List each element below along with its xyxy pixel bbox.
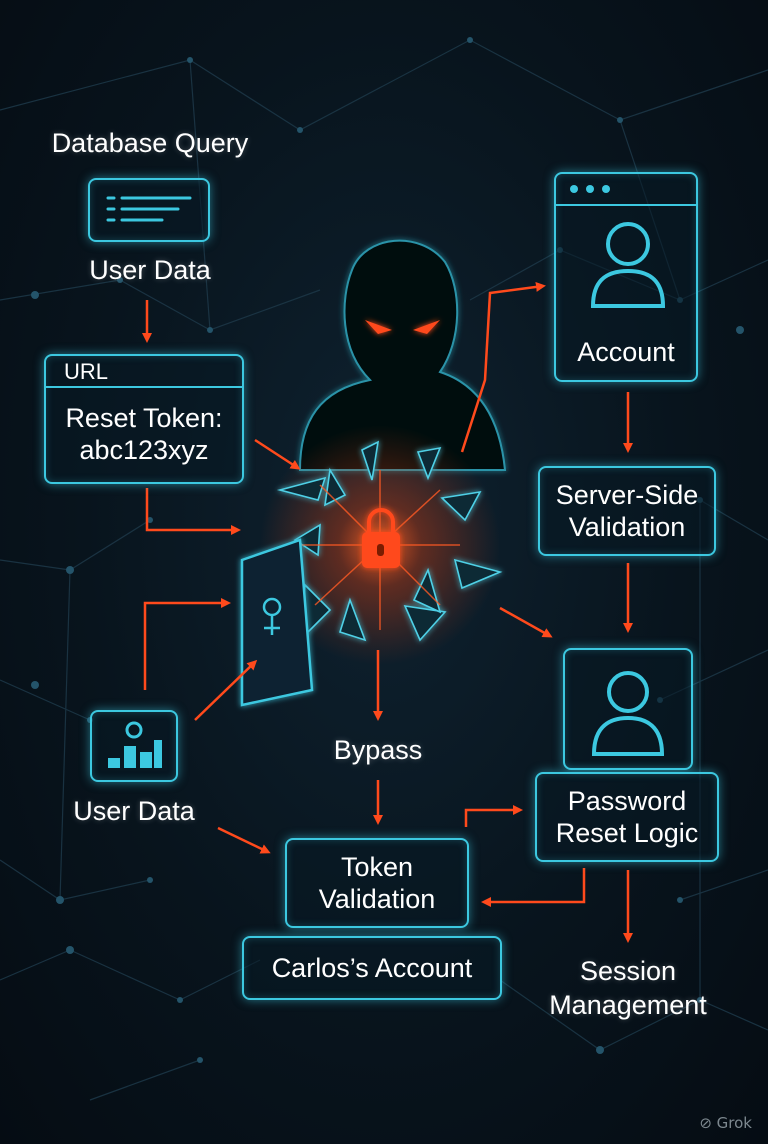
watermark-text: Grok bbox=[716, 1114, 752, 1132]
reset-token-line2: abc123xyz bbox=[79, 435, 209, 465]
url-label: URL bbox=[64, 359, 109, 384]
token-validation-box: Token Validation bbox=[285, 838, 469, 928]
account-label: Account bbox=[577, 336, 675, 367]
bar-chart-box bbox=[90, 710, 178, 782]
token-validation-line2: Validation bbox=[318, 884, 436, 914]
server-side-line1: Server-Side bbox=[555, 479, 699, 510]
account-browser-box: Account bbox=[554, 172, 698, 382]
password-reset-logic-box: Password Reset Logic bbox=[535, 772, 719, 862]
list-document-icon bbox=[88, 178, 210, 242]
user-profile-icon bbox=[591, 671, 665, 756]
password-reset-line1: Password bbox=[567, 785, 687, 816]
browser-user-icon bbox=[590, 222, 666, 308]
password-reset-line2: Reset Logic bbox=[555, 818, 699, 848]
carlos-account-box: Carlos’s Account bbox=[242, 936, 502, 1000]
bypass-label: Bypass bbox=[333, 735, 423, 765]
reset-token-text: Reset Token: abc123xyz bbox=[46, 392, 242, 476]
token-validation-line1: Token bbox=[340, 851, 414, 882]
reset-token-url-box: URL Reset Token: abc123xyz bbox=[44, 354, 244, 484]
user-data-bottom-label: User Data bbox=[73, 796, 195, 826]
user-profile-box bbox=[563, 648, 693, 770]
session-line1: Session bbox=[579, 956, 677, 986]
grok-logo-icon: ⊘ bbox=[699, 1114, 712, 1132]
hooded-hacker-icon bbox=[298, 239, 507, 471]
keyhole-shield-icon bbox=[240, 538, 314, 707]
server-side-validation-box: Server-Side Validation bbox=[538, 466, 716, 556]
bar-chart-icon bbox=[108, 721, 162, 768]
user-data-top-label: User Data bbox=[89, 255, 211, 285]
browser-title-bar bbox=[556, 174, 696, 206]
grok-watermark: ⊘ Grok bbox=[699, 1114, 752, 1132]
url-bar: URL bbox=[46, 356, 242, 388]
reset-token-line1: Reset Token: bbox=[65, 402, 223, 433]
server-side-line2: Validation bbox=[568, 512, 686, 542]
session-line2: Management bbox=[549, 989, 707, 1020]
database-query-label: Database Query bbox=[51, 128, 249, 158]
padlock-icon bbox=[362, 508, 400, 568]
carlos-account-label: Carlos’s Account bbox=[271, 952, 473, 983]
session-management-label: Session Management bbox=[530, 955, 726, 1023]
